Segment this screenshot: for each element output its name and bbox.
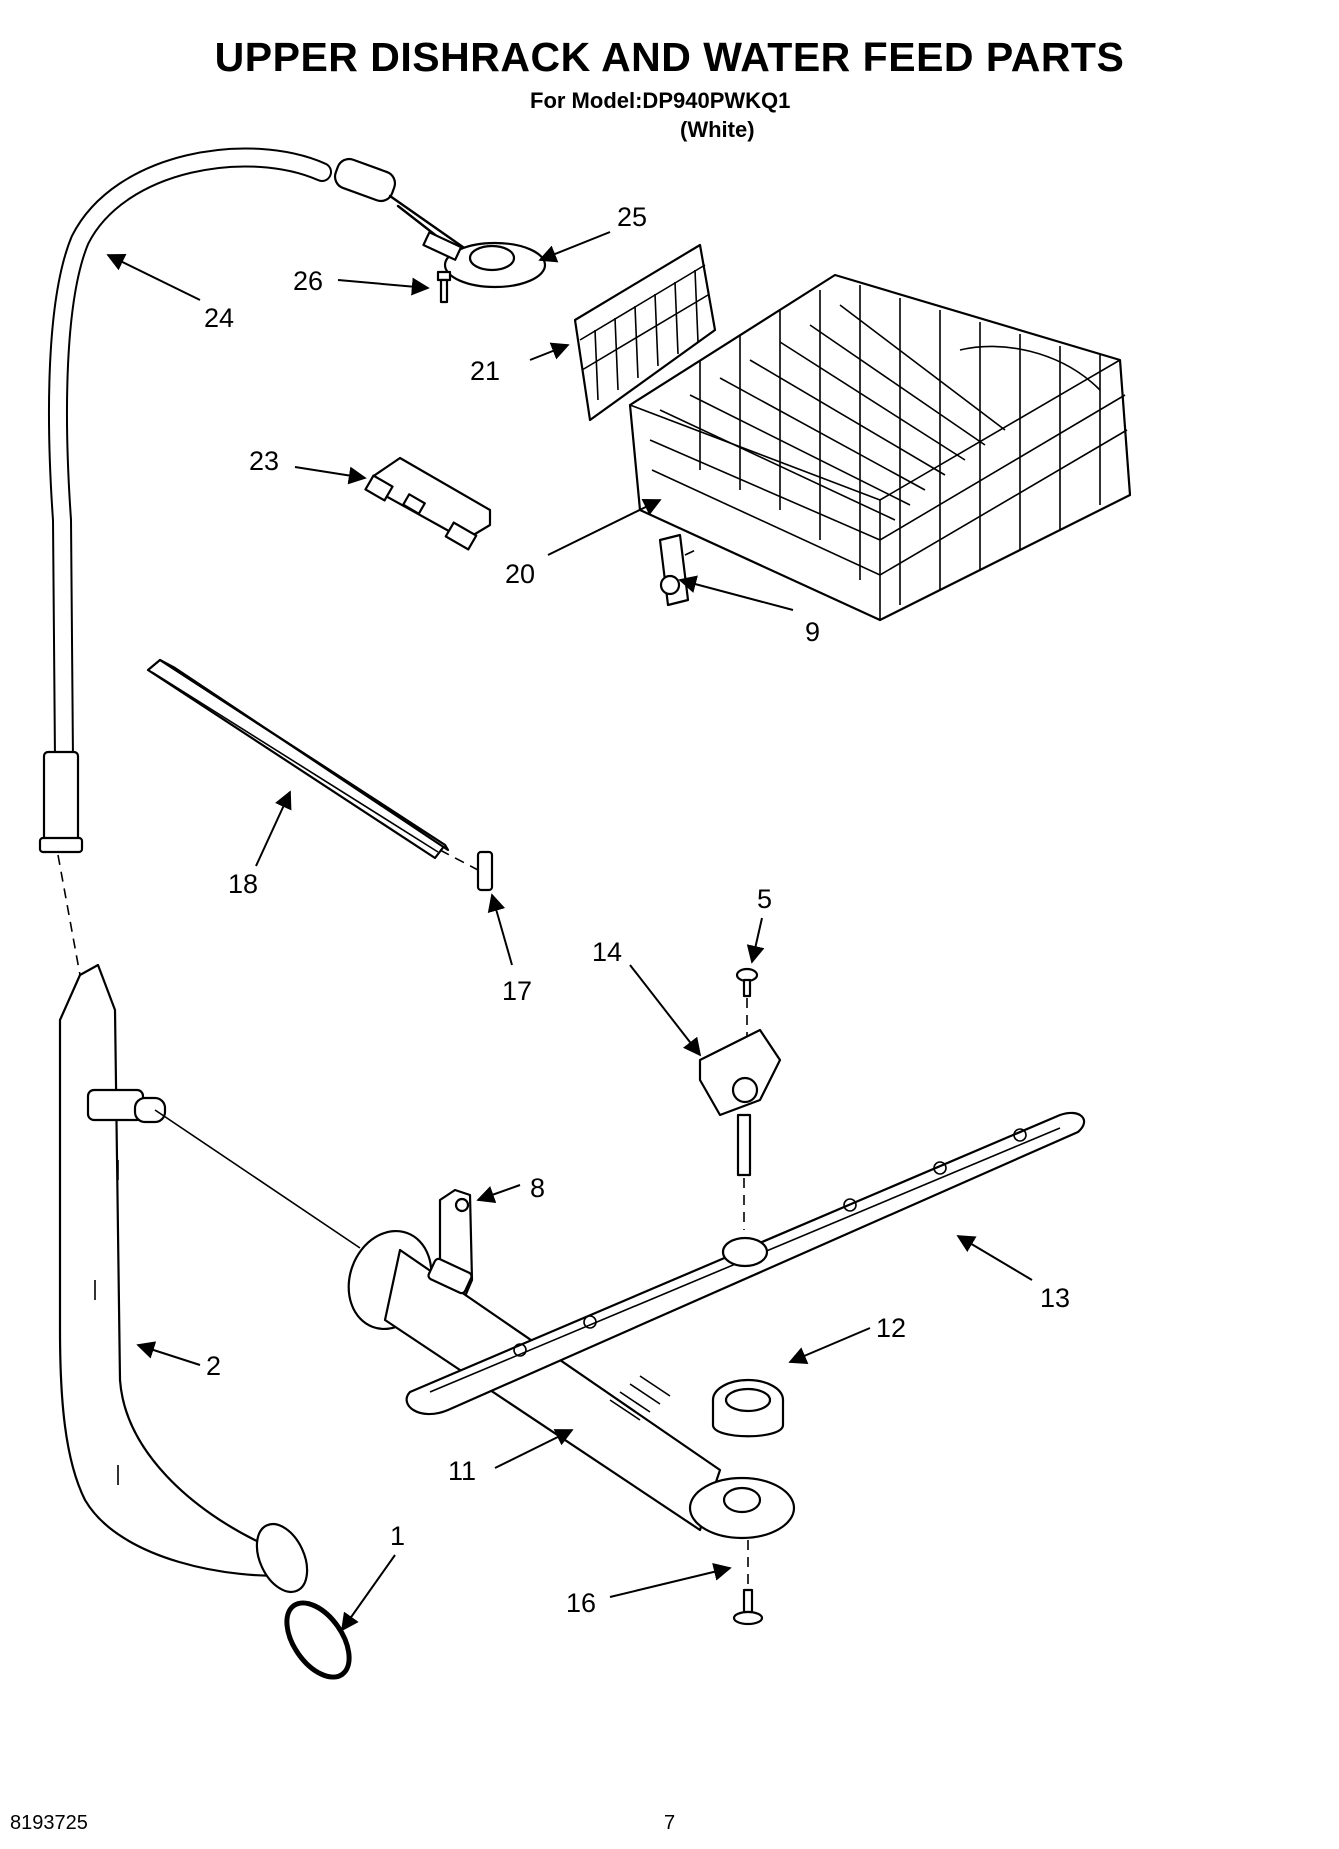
callout-8: 8 <box>530 1173 545 1203</box>
spray-arm-mount-part-14 <box>698 1028 782 1230</box>
manifold-tube-part-2 <box>58 963 361 1594</box>
callout-24: 24 <box>204 303 234 333</box>
callout-2: 2 <box>206 1351 221 1381</box>
rack-adjuster-part-9 <box>658 533 701 607</box>
model-number: For Model:DP940PWKQ1 <box>530 88 791 113</box>
page-title: UPPER DISHRACK AND WATER FEED PARTS <box>214 34 1125 80</box>
screw-part-26 <box>436 270 452 304</box>
callout-26: 26 <box>293 266 323 296</box>
callout-18: 18 <box>228 869 258 899</box>
callout-16: 16 <box>566 1588 596 1618</box>
tine-insert-part-21 <box>573 243 717 422</box>
upper-spray-arm-part-13 <box>405 1111 1086 1416</box>
screw-part-5 <box>735 967 759 1040</box>
callout-labels: 25 24 26 21 23 20 9 18 5 14 17 8 13 12 2… <box>204 202 1070 1618</box>
leader-lines <box>106 231 1033 1632</box>
callout-13: 13 <box>1040 1283 1070 1313</box>
feed-tube-part-24 <box>38 147 332 976</box>
callout-20: 20 <box>505 559 535 589</box>
callout-11: 11 <box>448 1456 476 1486</box>
o-ring-part-1 <box>284 1600 352 1680</box>
document-number: 8193725 <box>10 1812 88 1834</box>
page-number: 7 <box>664 1812 676 1834</box>
rack-clip-part-23 <box>364 456 492 551</box>
color-note: (White) <box>680 117 755 142</box>
callout-17: 17 <box>502 976 532 1006</box>
rail-stop-part-17 <box>476 850 494 892</box>
callout-12: 12 <box>876 1313 906 1343</box>
lower-feed-tube-part-11 <box>347 1229 796 1540</box>
rack-rail-part-18 <box>146 658 479 871</box>
callout-1: 1 <box>390 1521 405 1551</box>
callout-21: 21 <box>470 356 500 386</box>
spray-nozzle-part-25 <box>333 157 547 289</box>
screw-part-16 <box>732 1540 764 1626</box>
callout-25: 25 <box>617 202 647 232</box>
spray-arm-nut-part-12 <box>711 1378 785 1438</box>
callout-5: 5 <box>757 884 772 914</box>
callout-14: 14 <box>592 937 622 967</box>
callout-23: 23 <box>249 446 279 476</box>
upper-dishrack-part-20 <box>628 273 1132 622</box>
callout-9: 9 <box>805 617 820 647</box>
